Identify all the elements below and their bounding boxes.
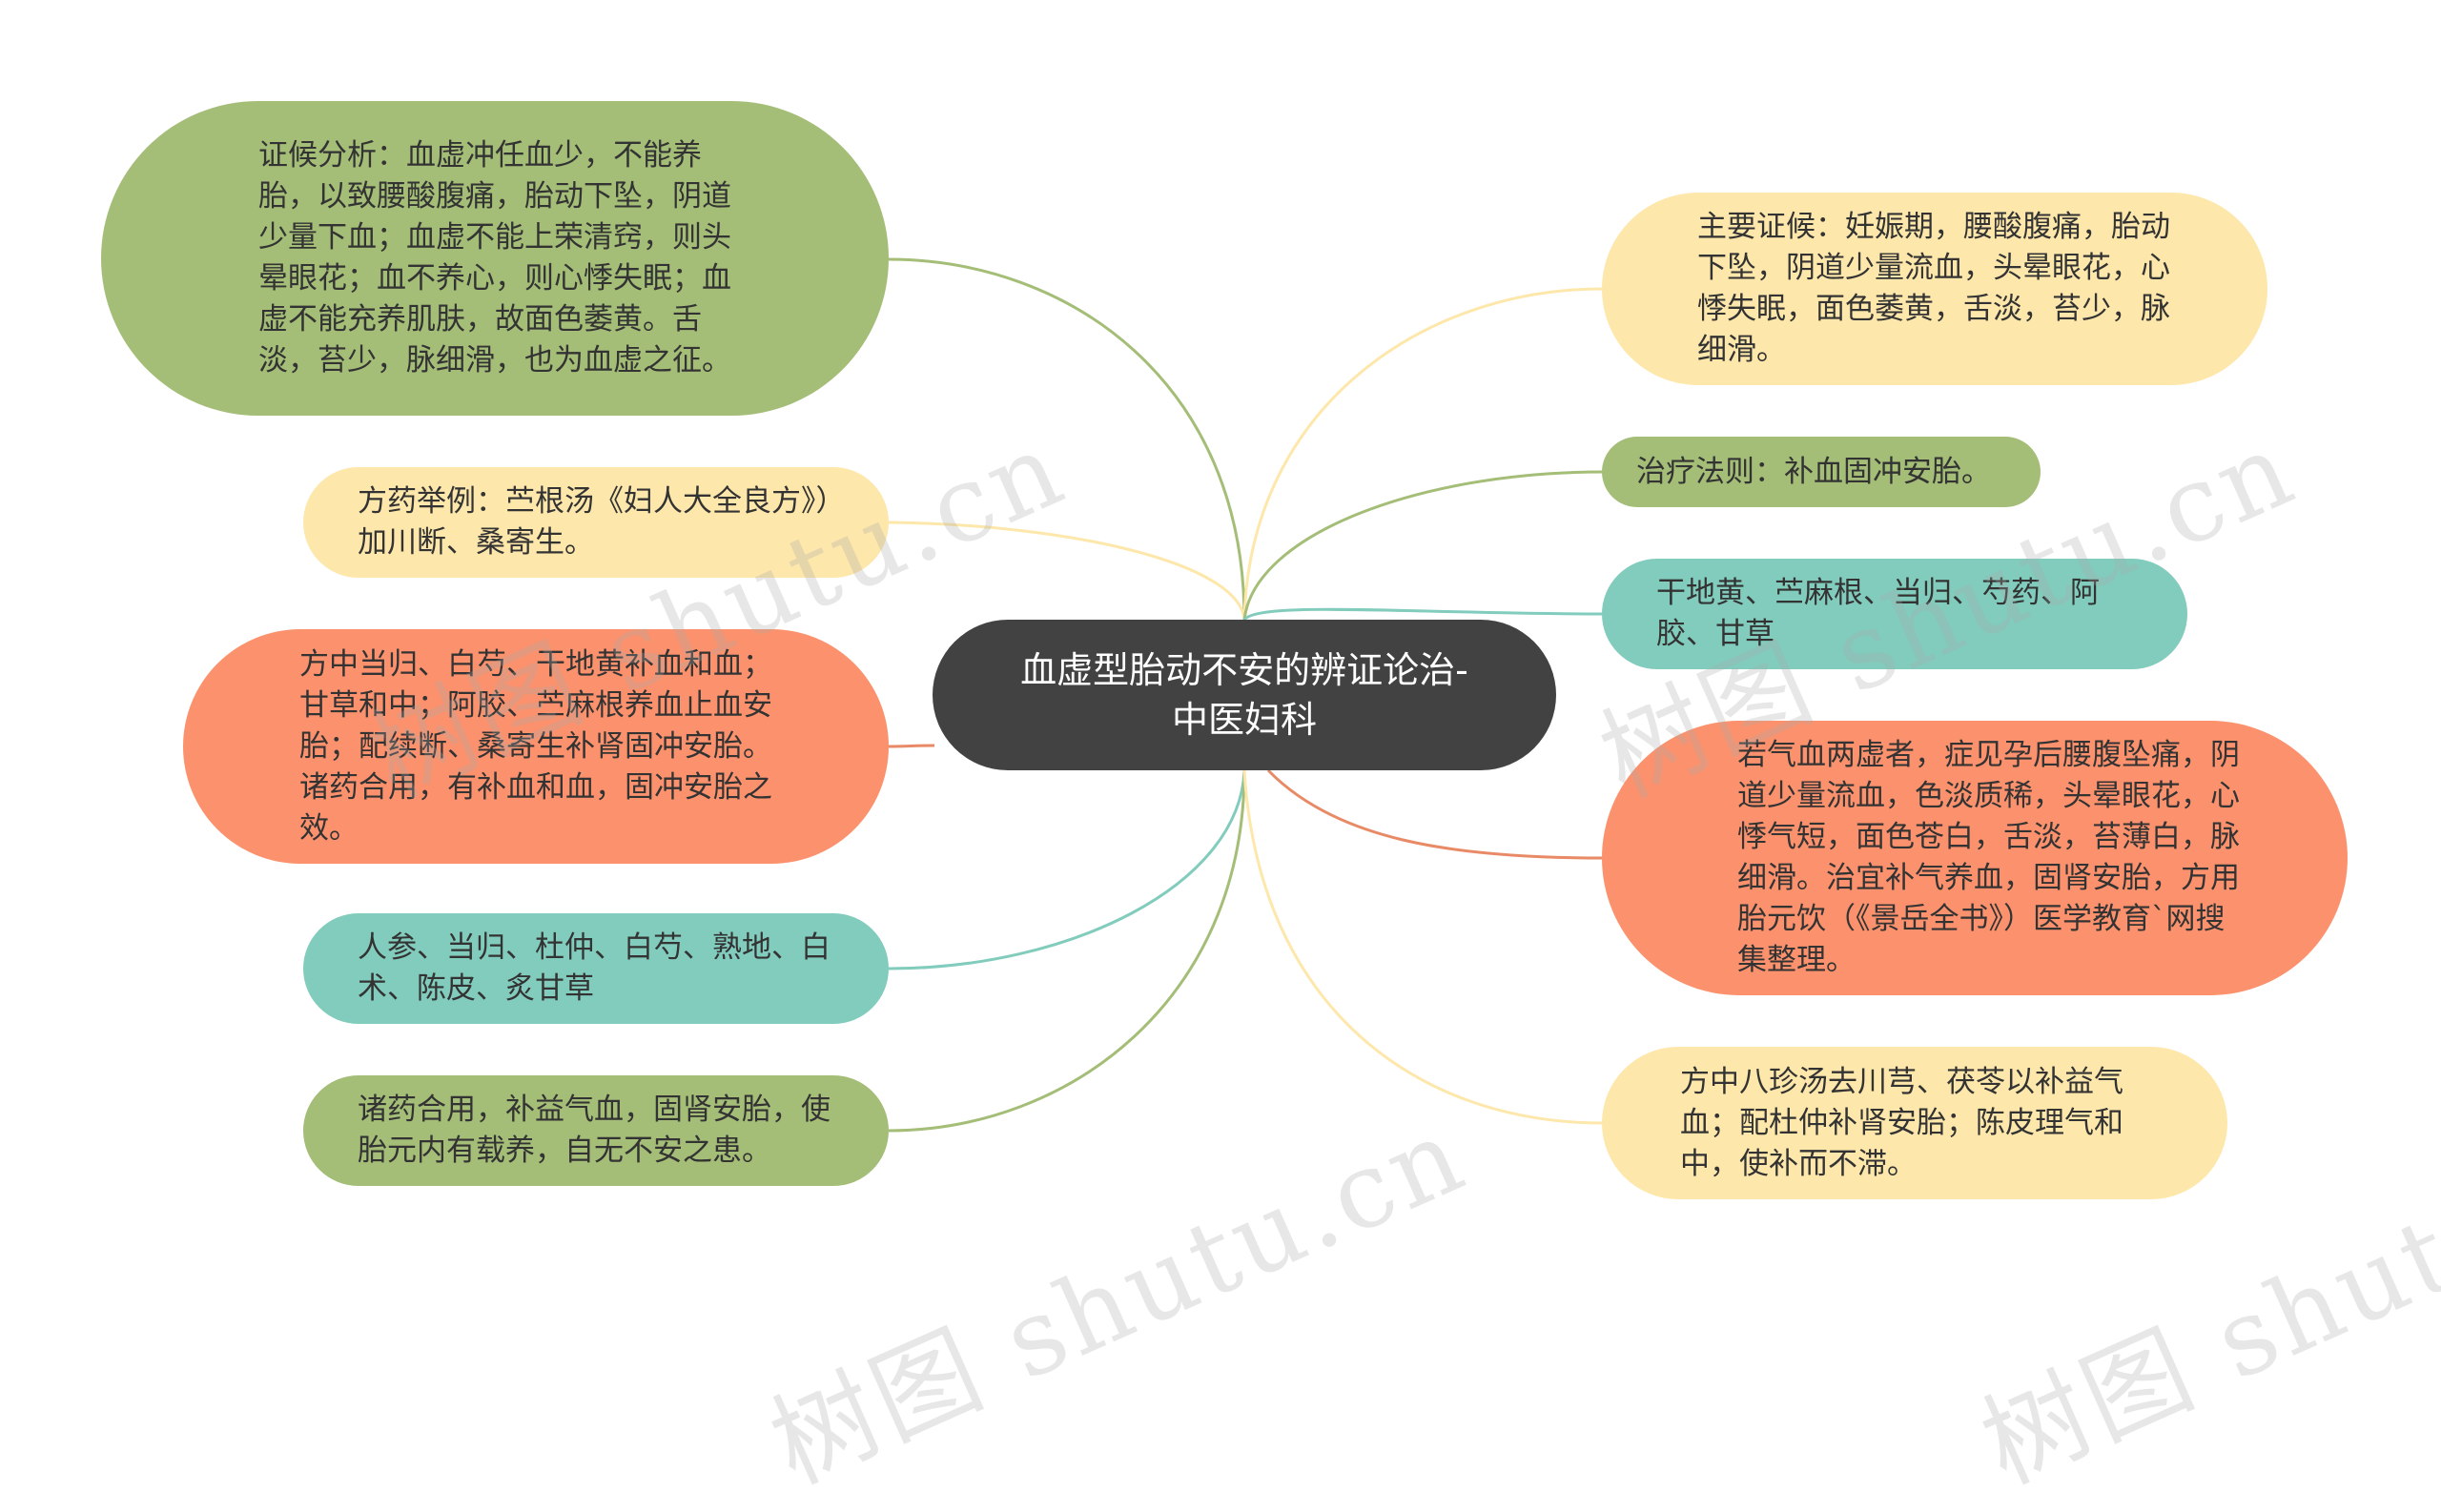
topic-main-symptoms[interactable]: 主要证候：妊娠期，腰酸腹痛，胎动下坠，阴道少量流血，头晕眼花，心悸失眠，面色萎黄… [1602, 193, 2267, 385]
topic-label: 方中当归、白芍、干地黄补血和血；甘草和中；阿胶、苎麻根养血止血安胎；配续断、桑寄… [299, 646, 772, 846]
topic-label: 诸药合用，补益气血，固肾安胎，使胎元内有载养，自无不安之患。 [358, 1093, 831, 1168]
topic-label: 治疗法则：补血固冲安胎。 [1636, 454, 1991, 489]
edge-symptoms [1242, 287, 1603, 621]
topic-prescription-example[interactable]: 方药举例：苎根汤《妇人大全良方》）加川断、桑寄生。 [303, 467, 889, 578]
topic-label: 方中八珍汤去川芎、茯苓以补益气血；配杜仲补肾安胎；陈皮理气和中，使补而不滞。 [1680, 1064, 2123, 1181]
topic-combined-effect[interactable]: 诸药合用，补益气血，固肾安胎，使胎元内有载养，自无不安之患。 [303, 1075, 889, 1186]
mindmap-canvas: 血虚型胎动不安的辨证论治-中医妇科 证候分析：血虚冲任血少，不能养胎，以致腰酸腹… [101, 101, 2441, 1507]
edge-principle [1242, 470, 1603, 621]
topic-label: 主要证候：妊娠期，腰酸腹痛，胎动下坠，阴道少量流血，头晕眼花，心悸失眠，面色萎黄… [1697, 210, 2170, 367]
topic-syndrome-analysis[interactable]: 证候分析：血虚冲任血少，不能养胎，以致腰酸腹痛，胎动下坠，阴道少量下血；血虚不能… [101, 101, 889, 416]
topic-label: 方药举例：苎根汤《妇人大全良方》）加川断、桑寄生。 [358, 484, 846, 560]
topic-bazhen-explanation[interactable]: 方中八珍汤去川芎、茯苓以补益气血；配杜仲补肾安胎；陈皮理气和中，使补而不滞。 [1602, 1047, 2227, 1199]
topic-treatment-principle[interactable]: 治疗法则：补血固冲安胎。 [1602, 437, 2041, 507]
topic-label: 证候分析：血虚冲任血少，不能养胎，以致腰酸腹痛，胎动下坠，阴道少量下血；血虚不能… [258, 138, 731, 378]
topic-label: 人参、当归、杜仲、白芍、熟地、白术、陈皮、炙甘草 [358, 930, 831, 1006]
topic-label: 干地黄、苎麻根、当归、芍药、阿胶、甘草 [1656, 576, 2100, 651]
connector-lines [888, 257, 1603, 1133]
edge-herbs2 [888, 769, 1246, 971]
root-topic[interactable]: 血虚型胎动不安的辨证论治-中医妇科 [933, 620, 1556, 770]
edge-analysis [888, 257, 1246, 621]
topic-herb-list-zhugen[interactable]: 干地黄、苎麻根、当归、芍药、阿胶、甘草 [1602, 559, 2187, 669]
edge-bazhen [1242, 769, 1603, 1125]
edge-herbs1 [1242, 607, 1603, 622]
root-topic-label: 血虚型胎动不安的辨证论治-中医妇科 [1020, 649, 1468, 741]
edge-qi [1266, 768, 1603, 860]
edge-effect2 [888, 769, 1246, 1133]
edge-formula [888, 521, 1246, 621]
topic-label: 若气血两虚者，症见孕后腰腹坠痛，阴道少量流血，色淡质稀，头晕眼花，心悸气短，面色… [1737, 738, 2240, 977]
topic-qi-blood-deficiency[interactable]: 若气血两虚者，症见孕后腰腹坠痛，阴道少量流血，色淡质稀，头晕眼花，心悸气短，面色… [1602, 721, 2348, 995]
topic-prescription-explanation[interactable]: 方中当归、白芍、干地黄补血和血；甘草和中；阿胶、苎麻根养血止血安胎；配续断、桑寄… [183, 629, 889, 864]
topic-herb-list-taiyuan[interactable]: 人参、当归、杜仲、白芍、熟地、白术、陈皮、炙甘草 [303, 913, 889, 1024]
